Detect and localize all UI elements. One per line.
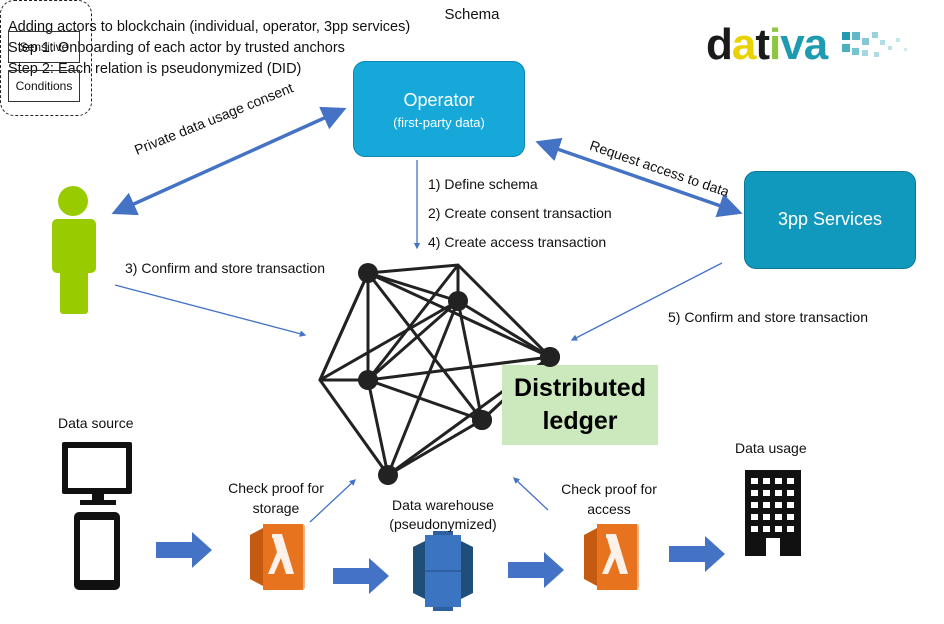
intro-line-1: Adding actors to blockchain (individual,… <box>8 19 411 35</box>
schema-item-conditions: Conditions <box>8 70 80 102</box>
data-usage-label: Data usage <box>735 440 807 456</box>
intro-line-3: Step 2: Each relation is pseudonymized (… <box>8 61 302 77</box>
ledger-label-line-2: ledger <box>542 407 618 435</box>
warehouse-line-1: Data warehouse <box>392 497 494 513</box>
intro-line-2: Step 1: Onboarding of each actor by trus… <box>8 40 345 56</box>
flow-arrows <box>156 532 725 594</box>
flow-arrow-4 <box>669 536 725 572</box>
check-storage-label: Check proof for storage <box>214 478 338 518</box>
schema-title: Schema <box>444 6 500 23</box>
check-access-line-2: access <box>587 501 631 517</box>
dativa-logo: dativa <box>706 20 907 66</box>
third-party-title: 3pp Services <box>777 209 883 229</box>
check-access-label: Check proof for access <box>547 479 671 519</box>
person-icon <box>52 186 96 314</box>
check-storage-line-2: storage <box>252 500 300 516</box>
phone-icon <box>74 512 120 590</box>
warehouse-line-2: (pseudonymized) <box>389 516 497 532</box>
step-2-label: 2) Create consent transaction <box>428 205 612 221</box>
monitor-icon <box>62 442 132 505</box>
step-3-label: 3) Confirm and store transaction <box>125 260 325 276</box>
distributed-ledger-label: Distributed ledger <box>502 365 658 445</box>
access-check-arrow <box>513 477 549 511</box>
request-arrow <box>535 137 743 218</box>
flow-arrow-2 <box>333 558 389 594</box>
schema-box: Schema Sensitive Conditions <box>0 0 500 116</box>
operator-subtitle: (first-party data) <box>393 115 485 130</box>
schema-item-sensitive: Sensitive <box>8 31 80 63</box>
operator-box: Operator (first-party data) <box>353 61 525 157</box>
flow-arrow-1 <box>156 532 212 568</box>
ledger-node-overlay <box>540 347 560 367</box>
third-party-services-box: 3pp Services <box>744 171 916 269</box>
lambda-access-icon <box>584 524 639 590</box>
person-to-ledger-arrow <box>114 284 307 337</box>
warehouse-label: Data warehouse (pseudonymized) <box>376 496 510 534</box>
operator-title: Operator <box>403 90 475 110</box>
check-storage-line-1: Check proof for <box>228 480 324 496</box>
step-4-label: 4) Create access transaction <box>428 234 607 250</box>
storage-check-arrow <box>309 479 356 523</box>
intro-text: Adding actors to blockchain (individual,… <box>8 17 410 80</box>
step-1-label: 1) Define schema <box>428 176 538 192</box>
ledger-label-line-1: Distributed <box>514 374 646 402</box>
building-icon <box>745 470 801 556</box>
flow-arrow-3 <box>508 552 564 588</box>
ledger-node-overlay-2 <box>472 410 492 430</box>
svg-text:dativa: dativa <box>706 20 829 66</box>
lambda-storage-icon <box>250 524 305 590</box>
check-access-line-1: Check proof for <box>561 481 657 497</box>
step-5-label: 5) Confirm and store transaction <box>668 309 868 325</box>
data-source-label: Data source <box>58 415 134 431</box>
data-warehouse-icon <box>413 531 473 611</box>
consent-arrow <box>111 106 347 216</box>
third-party-to-ledger-arrow <box>570 262 723 341</box>
